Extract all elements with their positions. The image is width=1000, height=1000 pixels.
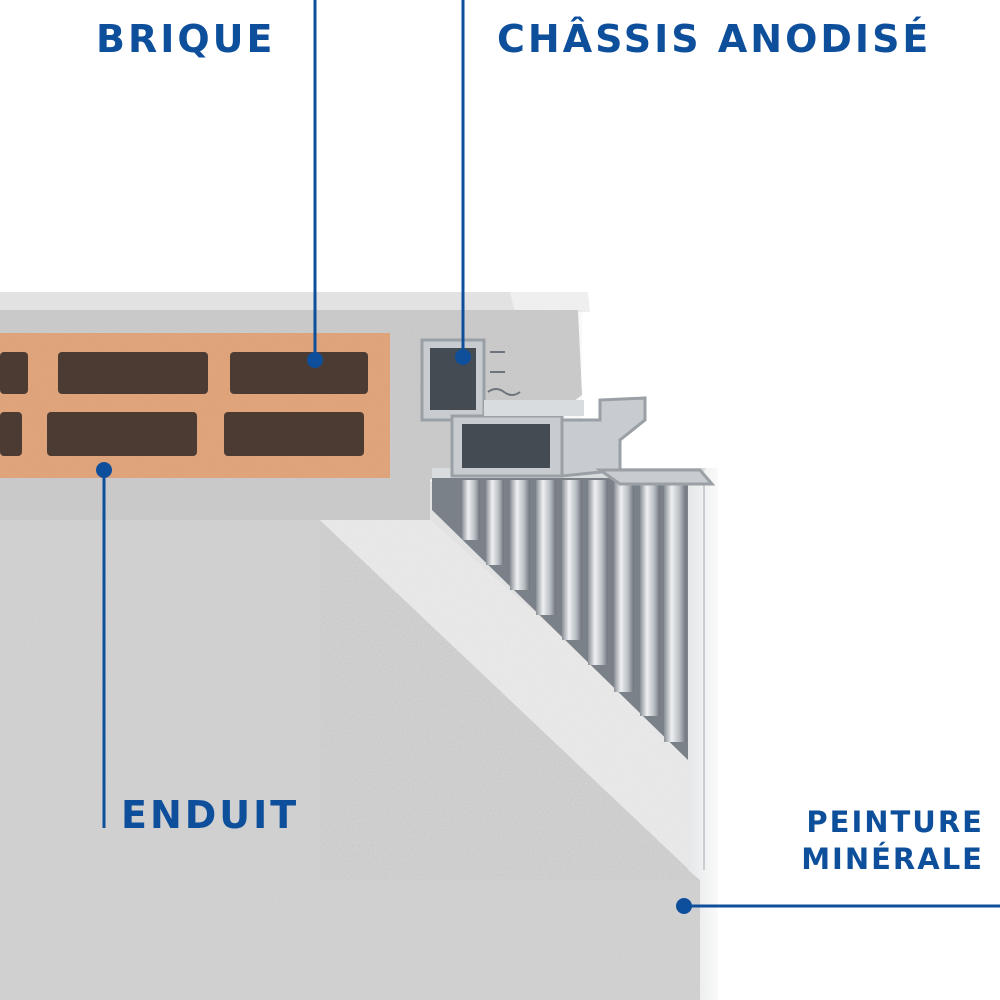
label-chassis-anodise: CHÂSSIS ANODISÉ <box>497 17 932 61</box>
leader-lines <box>102 0 1000 908</box>
anodised-frame-profile <box>420 338 716 486</box>
dot-peinture <box>676 898 692 914</box>
plaster-face <box>0 520 700 1000</box>
label-brique: BRIQUE <box>96 17 276 61</box>
dot-chassis <box>455 349 471 365</box>
label-peinture-line2: MINÉRALE <box>801 842 984 876</box>
window-jamb <box>688 468 1000 1000</box>
dot-brique <box>307 352 323 368</box>
wall-top-edge <box>0 292 590 312</box>
label-peinture-line1: PEINTURE <box>806 805 984 839</box>
brick-block <box>0 333 390 478</box>
brick-cavities <box>0 352 368 456</box>
label-peinture-minerale: PEINTURE MINÉRALE <box>801 804 984 878</box>
leader-dots <box>96 349 692 914</box>
dot-enduit <box>96 462 112 478</box>
label-enduit: ENDUIT <box>121 793 300 837</box>
